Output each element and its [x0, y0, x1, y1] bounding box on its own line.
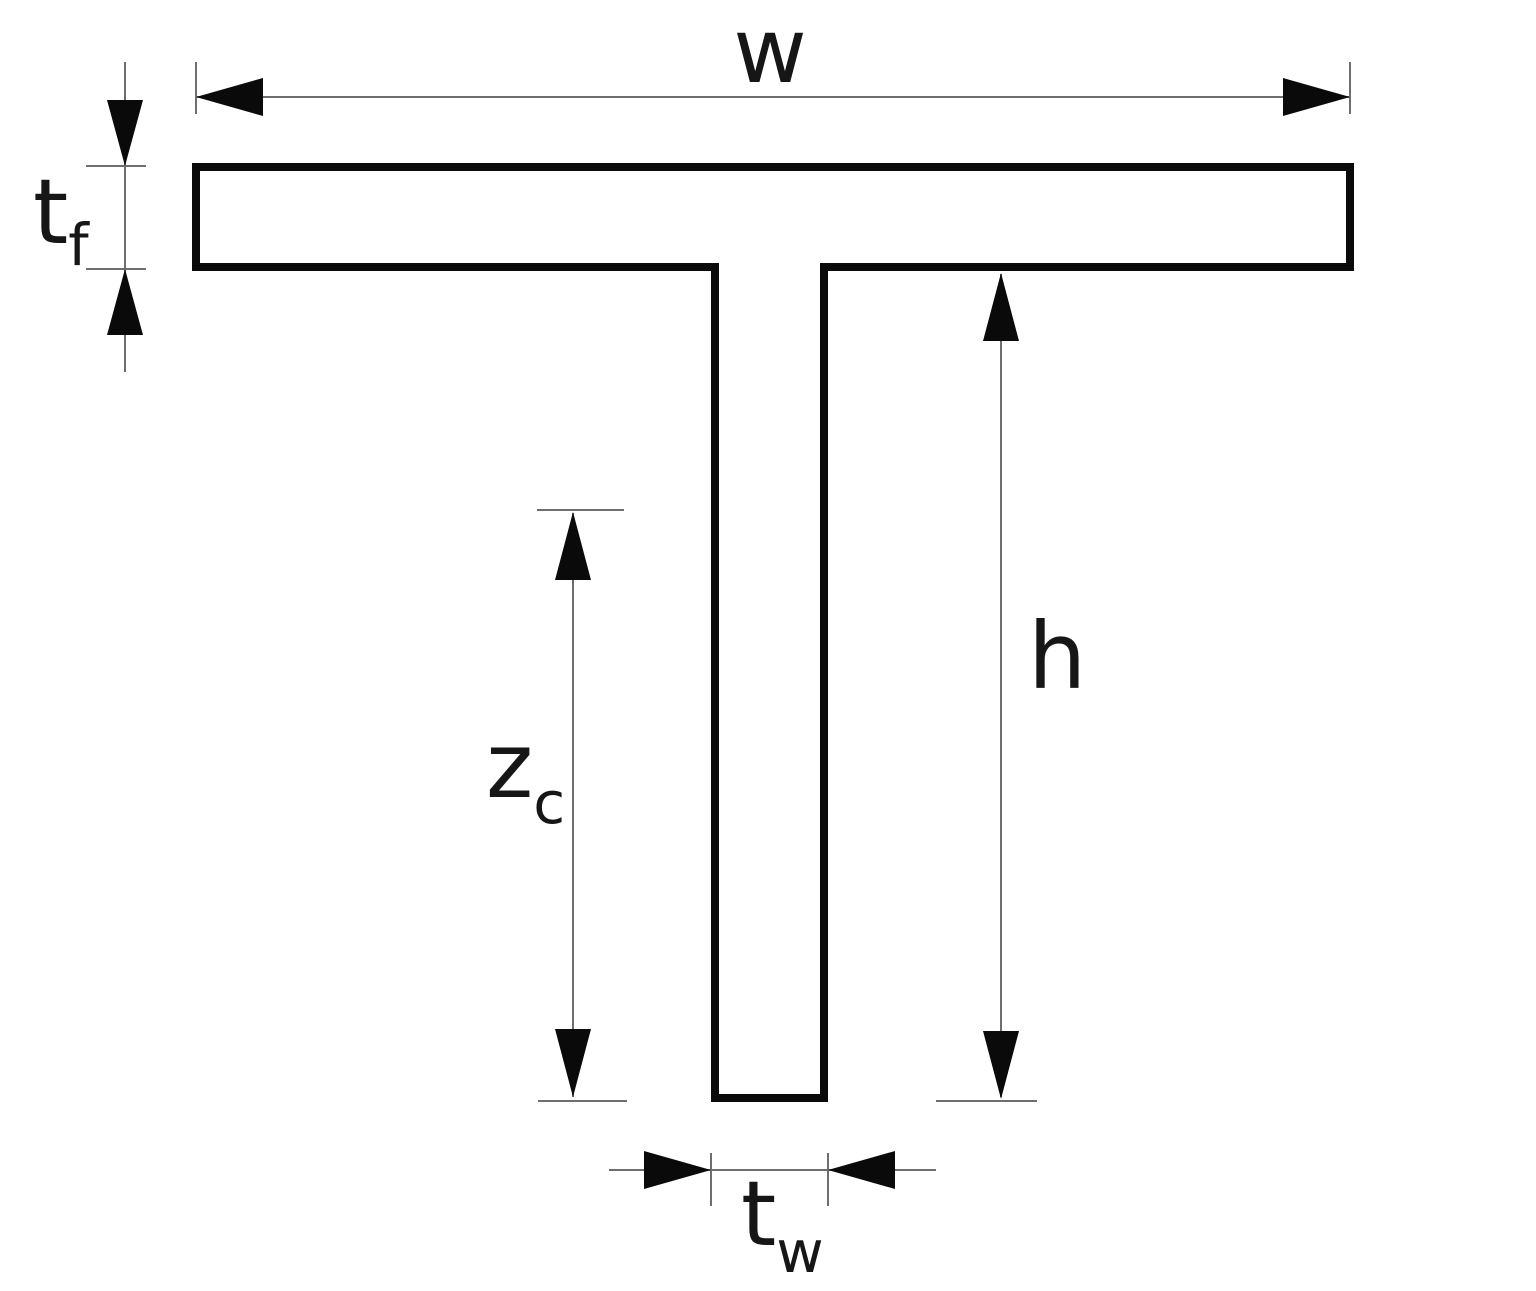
dimension-web-thickness: tw [609, 1151, 936, 1286]
arrow-up-icon [555, 512, 591, 580]
centroid-depth-label: zc [486, 714, 565, 837]
arrow-left-icon [828, 1151, 895, 1189]
dimension-flange-thickness: tf [33, 62, 146, 372]
arrow-left-icon [196, 78, 263, 116]
dimension-width: w [195, 0, 1351, 116]
arrow-down-icon [555, 1029, 591, 1097]
t-section-outline [192, 163, 1354, 1102]
web-thickness-label: tw [741, 1162, 824, 1286]
arrow-right-icon [644, 1151, 711, 1189]
width-label: w [733, 0, 807, 104]
dimension-height: h [936, 273, 1086, 1102]
flange-thickness-label: tf [33, 160, 90, 279]
arrow-right-icon [1283, 78, 1350, 116]
arrow-down-icon [983, 1031, 1019, 1099]
dimension-centroid-depth: zc [486, 509, 627, 1102]
arrow-up-icon [983, 273, 1019, 341]
arrow-up-icon [107, 269, 143, 335]
arrow-down-icon [107, 100, 143, 166]
height-label: h [1028, 603, 1086, 710]
